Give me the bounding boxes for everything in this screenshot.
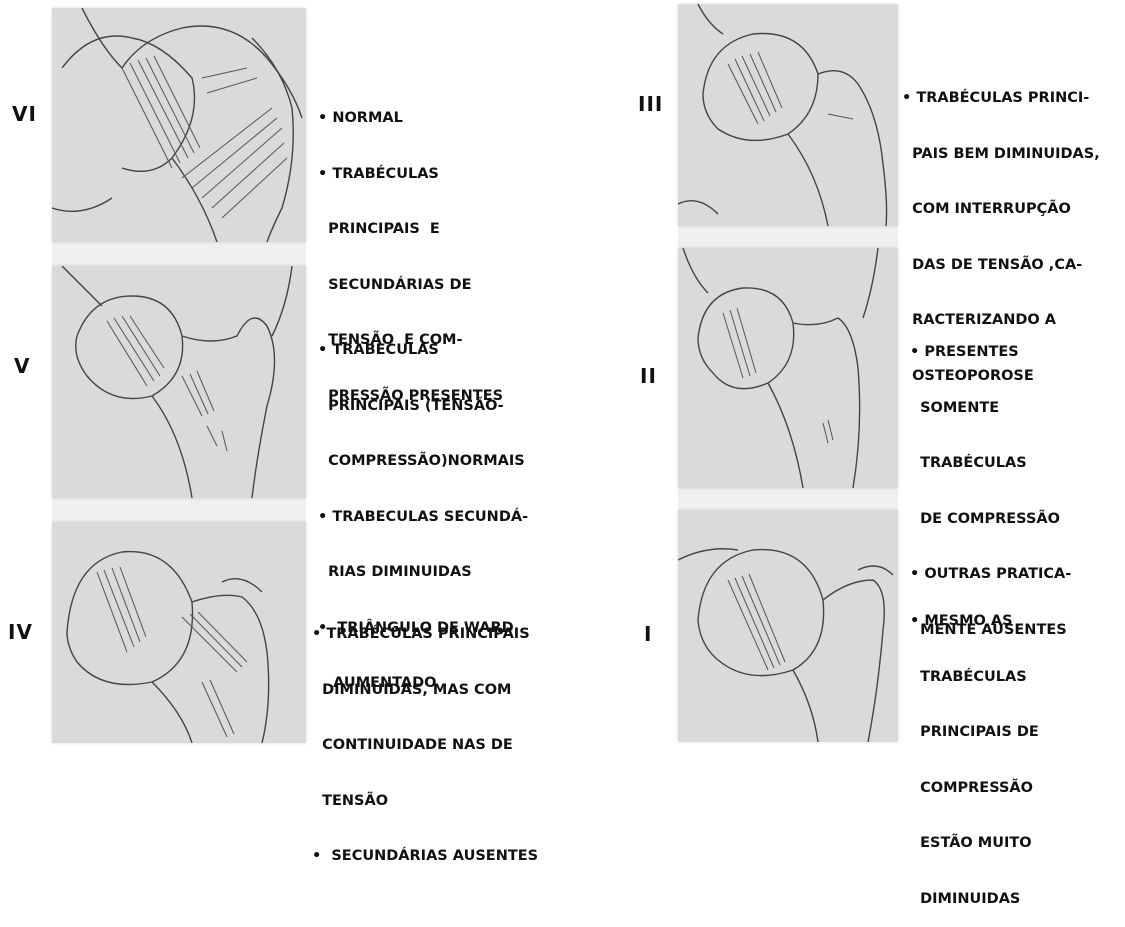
- description-line: TENSÃO: [312, 792, 538, 811]
- description-line: • NORMAL: [318, 109, 503, 128]
- description-line: • TRABÉCULAS PRINCIPAIS: [312, 625, 538, 644]
- femur-drawing: [678, 248, 898, 488]
- description-line: PRINCIPAIS (TENSÃO-: [318, 397, 528, 416]
- grade-label-iii: III: [638, 92, 663, 116]
- description-line: • MESMO AS: [910, 612, 1039, 631]
- femur-sketch-grade-i: [678, 510, 898, 742]
- description-line: COM INTERRUPÇÃO: [902, 200, 1100, 219]
- description-line: SECUNDÁRIAS DE: [318, 276, 503, 295]
- description-line: • TRABECULAS: [318, 341, 528, 360]
- grade-label-vi: VI: [12, 102, 37, 126]
- description-line: • SECUNDÁRIAS AUSENTES: [312, 847, 538, 866]
- description-line: COMPRESSÃO)NORMAIS: [318, 452, 528, 471]
- description-line: • TRABÉCULAS PRINCI-: [902, 89, 1100, 108]
- description-line: DIMINUIDAS, MAS COM: [312, 681, 538, 700]
- panel-separator: [678, 488, 898, 510]
- femur-sketch-grade-v: [52, 266, 306, 498]
- description-grade-iv: • TRABÉCULAS PRINCIPAIS DIMINUIDAS, MAS …: [312, 588, 538, 884]
- description-line: CONTINUIDADE NAS DE: [312, 736, 538, 755]
- description-line: PAIS BEM DIMINUIDAS,: [902, 145, 1100, 164]
- description-line: PRINCIPAIS E: [318, 220, 503, 239]
- panel-separator: [52, 242, 306, 266]
- grade-label-i: I: [644, 622, 652, 646]
- grade-label-ii: II: [640, 364, 657, 388]
- description-line: DAS DE TENSÃO ,CA-: [902, 256, 1100, 275]
- femur-drawing: [52, 8, 306, 242]
- femur-sketch-grade-vi: [52, 8, 306, 242]
- description-line: • TRABÉCULAS: [318, 165, 503, 184]
- panel-separator: [678, 226, 898, 248]
- femur-drawing: [678, 4, 898, 226]
- description-line: • TRABECULAS SECUNDÁ-: [318, 508, 528, 527]
- femur-drawing: [52, 522, 306, 743]
- panel-separator: [52, 498, 306, 522]
- description-line: TRABÉCULAS: [910, 454, 1071, 473]
- description-grade-i: • MESMO AS TRABÉCULAS PRINCIPAIS DE COMP…: [910, 575, 1039, 927]
- femur-sketch-grade-iii: [678, 4, 898, 226]
- description-line: • PRESENTES: [910, 343, 1071, 362]
- description-line: SOMENTE: [910, 399, 1071, 418]
- femur-drawing: [678, 510, 898, 742]
- description-line: DE COMPRESSÃO: [910, 510, 1071, 529]
- grade-label-v: V: [14, 354, 30, 378]
- description-line: COMPRESSÃO: [910, 779, 1039, 798]
- description-line: ESTÃO MUITO: [910, 834, 1039, 853]
- grade-label-iv: IV: [8, 620, 33, 644]
- description-line: DIMINUIDAS: [910, 890, 1039, 909]
- description-line: RIAS DIMINUIDAS: [318, 563, 528, 582]
- description-line: PRINCIPAIS DE: [910, 723, 1039, 742]
- description-line: TRABÉCULAS: [910, 668, 1039, 687]
- femur-sketch-grade-iv: [52, 522, 306, 743]
- femur-drawing: [52, 266, 306, 498]
- femur-sketch-grade-ii: [678, 248, 898, 488]
